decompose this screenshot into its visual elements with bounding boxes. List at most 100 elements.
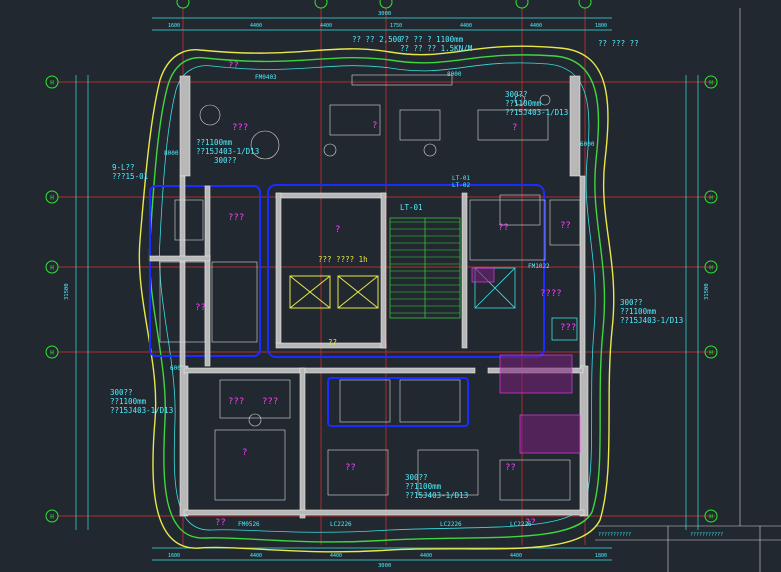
note-right-mid-3: ??15J403-1/D13 xyxy=(620,316,683,325)
note-top-center-3: ?? ?? ?? 1.5KN/M xyxy=(400,44,473,53)
dim-right: 31500 xyxy=(704,283,710,300)
dim-bottom-segment: 4400 xyxy=(330,553,342,559)
note-bottom-1: 300?? xyxy=(405,473,428,482)
axis-bubble-right-label: H xyxy=(709,80,713,87)
room-label-study: ??? xyxy=(232,123,248,133)
axis-bubble-left xyxy=(45,75,59,89)
note-stair: LT-01 xyxy=(400,203,423,212)
room-label-bath-master: ??? xyxy=(262,397,278,407)
axis-bubble-right-label: H xyxy=(709,265,713,272)
title-cell-2: ??????????? xyxy=(690,532,723,538)
axis-bubble-left xyxy=(45,260,59,274)
dimension-texts: 3000 3000 31500 31500 xyxy=(64,11,710,569)
room-label-master: ? xyxy=(242,448,247,458)
room-label-terrace-bl: ?? xyxy=(215,518,226,528)
axis-bubbles: H H H H H H H H H H xyxy=(45,0,718,523)
room-label-western-kitchen: ?? xyxy=(498,223,509,233)
axis-bubble-right-label: H xyxy=(709,195,713,202)
axis-bubble-left-label: H xyxy=(50,80,54,87)
title-block xyxy=(595,8,781,572)
dim-bottom-segment: 4400 xyxy=(420,553,432,559)
axis-bubble-left xyxy=(45,345,59,359)
note-left-mid-1: 9-L?? xyxy=(112,163,135,172)
note-left-lower-1: 300?? xyxy=(110,388,133,397)
dim-top-segment: 1800 xyxy=(595,23,607,29)
tag-g: FM0526 xyxy=(238,521,260,528)
room-label-bath-left: ??? xyxy=(228,213,244,223)
note-right-upper-3: ??15J403-1/D13 xyxy=(505,108,568,117)
dim-overall-top: 3000 xyxy=(378,11,391,17)
tag-d: FM1022 xyxy=(528,263,550,270)
tag-a: LT-01 xyxy=(452,175,470,182)
room-label-closet: ??? xyxy=(228,397,244,407)
tag-b: LT-02 xyxy=(452,182,470,189)
outer-yellow-outline xyxy=(138,45,615,553)
note-top-center-1: ?? ?? 2,500 xyxy=(352,35,402,44)
dim-overall-bottom: 3000 xyxy=(378,563,391,569)
room-label-bedroom-left: ?? xyxy=(195,303,206,313)
elevators xyxy=(289,275,379,309)
note-top-right: ?? ??? ?? xyxy=(598,39,639,48)
fixtures xyxy=(159,74,581,501)
note-bottom-2: ??1100mm xyxy=(405,482,442,491)
room-label-equipment: ??? xyxy=(560,323,576,333)
axis-bubble-right xyxy=(704,260,718,274)
axis-bubble-left-label: H xyxy=(50,350,54,357)
title-cell-1: ??????????? xyxy=(598,532,631,538)
blue-zones xyxy=(149,184,545,427)
tag-e: LC2226 xyxy=(330,521,352,528)
inner-cyan-outline xyxy=(159,62,596,533)
dim-top-segment: 4400 xyxy=(250,23,262,29)
room-label-elevator-hall: ? xyxy=(335,225,340,235)
dim-bottom-segment: 1800 xyxy=(595,553,607,559)
note-right-mid-2: ??1100mm xyxy=(620,307,657,316)
axis-bubble-left xyxy=(45,509,59,523)
note-right-mid-1: 300?? xyxy=(620,298,643,307)
stair xyxy=(389,217,461,319)
room-labels: ?? ? ? ??? ?? ?? ??? ?? ? ???? ? ??? ???… xyxy=(195,61,576,528)
room-label-service: ???? xyxy=(540,289,562,299)
note-left-mid-2: ???15-01 xyxy=(112,172,148,181)
dim-bottom-segment: 4400 xyxy=(510,553,522,559)
tag-c: FM0403 xyxy=(255,74,277,81)
tag-j: 8000 xyxy=(164,150,179,157)
axis-bubble-top xyxy=(578,0,592,9)
room-label-bedroom-3: ?? xyxy=(505,463,516,473)
room-label-terrace-br: ?? xyxy=(525,518,536,528)
note-left-lower-3: ??15J403-1/D13 xyxy=(110,406,173,415)
axis-bubble-top xyxy=(515,0,529,9)
axis-bubble-right xyxy=(704,190,718,204)
axis-bubble-right xyxy=(704,509,718,523)
note-left-upper-1: ??1100mm xyxy=(196,138,233,147)
dim-bottom-segment: 4400 xyxy=(250,553,262,559)
room-label-dining: ? xyxy=(512,123,517,133)
note-left-upper-3: 300?? xyxy=(214,156,237,165)
tag-i: 8000 xyxy=(447,71,462,78)
tag-h: LC2226 xyxy=(510,521,532,528)
axis-bubble-left-label: H xyxy=(50,195,54,202)
note-top-center-2: ?? ?? ? 1100mm xyxy=(400,35,464,44)
stair-treads xyxy=(390,221,460,314)
tag-l: 6000 xyxy=(170,365,185,372)
note-right-upper-2: ??1100mm xyxy=(505,99,542,108)
tags: LT-01 LT-02 FM0403 FM1022 LC2226 LC2226 … xyxy=(164,71,595,528)
axis-bubble-right-label: H xyxy=(709,514,713,521)
note-right-upper-1: 300?? xyxy=(505,90,528,99)
axis-bubble-right xyxy=(704,345,718,359)
axis-bubble-left-label: H xyxy=(50,514,54,521)
annotations: ?? ?? 2,500 ?? ?? ? 1100mm ?? ?? ?? 1.5K… xyxy=(110,35,683,500)
note-elevator: ?? xyxy=(328,338,337,347)
dim-top-segment: 4400 xyxy=(460,23,472,29)
grid-lines xyxy=(58,8,715,545)
axis-bubble-right-label: H xyxy=(709,350,713,357)
note-left-upper-2: ??15J403-1/D13 xyxy=(196,147,259,156)
dim-left: 31500 xyxy=(64,283,70,300)
title-block-text: ??????????? ??????????? xyxy=(598,532,723,538)
axis-bubble-left-label: H xyxy=(50,265,54,272)
dim-top-segment: 1750 xyxy=(390,23,402,29)
tag-k: 6000 xyxy=(580,141,595,148)
axis-bubble-left xyxy=(45,190,59,204)
room-label-terrace-tl: ?? xyxy=(228,61,239,71)
